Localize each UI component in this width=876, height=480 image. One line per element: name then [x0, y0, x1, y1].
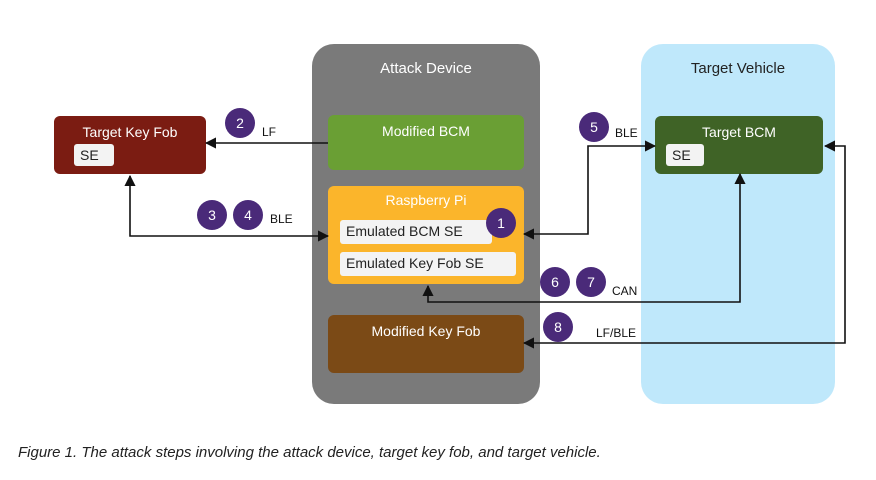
step-badge-8: 8: [543, 312, 573, 342]
target-key-fob-box: Target Key Fob SE: [54, 116, 206, 174]
ble-right-link: [522, 140, 657, 240]
modified-bcm-box: Modified BCM: [328, 115, 524, 170]
step-badge-7: 7: [576, 267, 606, 297]
target-key-fob-title: Target Key Fob: [82, 124, 178, 140]
lf-ble-label: LF/BLE: [596, 326, 637, 340]
step-badge-1: 1: [486, 208, 516, 238]
figure-caption: Figure 1. The attack steps involving the…: [18, 444, 601, 461]
target-bcm-title: Target BCM: [702, 124, 776, 140]
target-vehicle-title: Target Vehicle: [690, 60, 786, 77]
lf-ble-link: [522, 140, 846, 349]
target-key-fob-se-chip: SE: [74, 144, 114, 166]
step-badge-4: 4: [233, 200, 263, 230]
modified-key-fob-title: Modified Key Fob: [371, 323, 481, 339]
lf-label: LF: [262, 125, 277, 139]
ble-right-label: BLE: [615, 126, 638, 140]
modified-bcm-title: Modified BCM: [382, 123, 470, 139]
ble-left-link: [124, 174, 330, 242]
attack-device-title: Attack Device: [380, 60, 472, 77]
ble-left-label: BLE: [270, 212, 293, 226]
step-badge-6: 6: [540, 267, 570, 297]
step-badge-2: 2: [225, 108, 255, 138]
step-badge-5: 5: [579, 112, 609, 142]
modified-key-fob-box: Modified Key Fob: [328, 315, 524, 373]
step-badge-3: 3: [197, 200, 227, 230]
can-label: CAN: [612, 284, 638, 298]
